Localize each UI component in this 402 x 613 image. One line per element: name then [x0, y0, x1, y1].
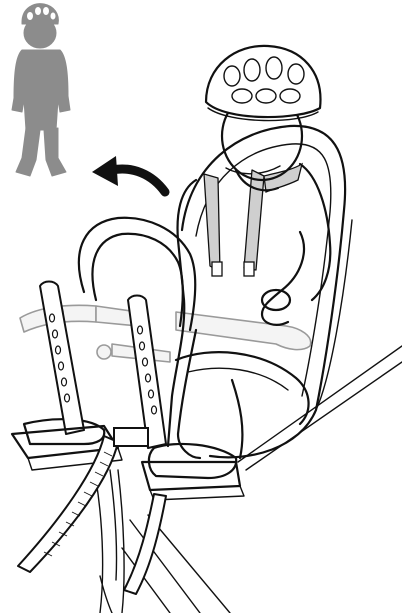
helmet-icon — [206, 46, 320, 121]
curved-arrow-left-icon — [92, 156, 165, 192]
child-silhouette-icon — [12, 4, 70, 176]
